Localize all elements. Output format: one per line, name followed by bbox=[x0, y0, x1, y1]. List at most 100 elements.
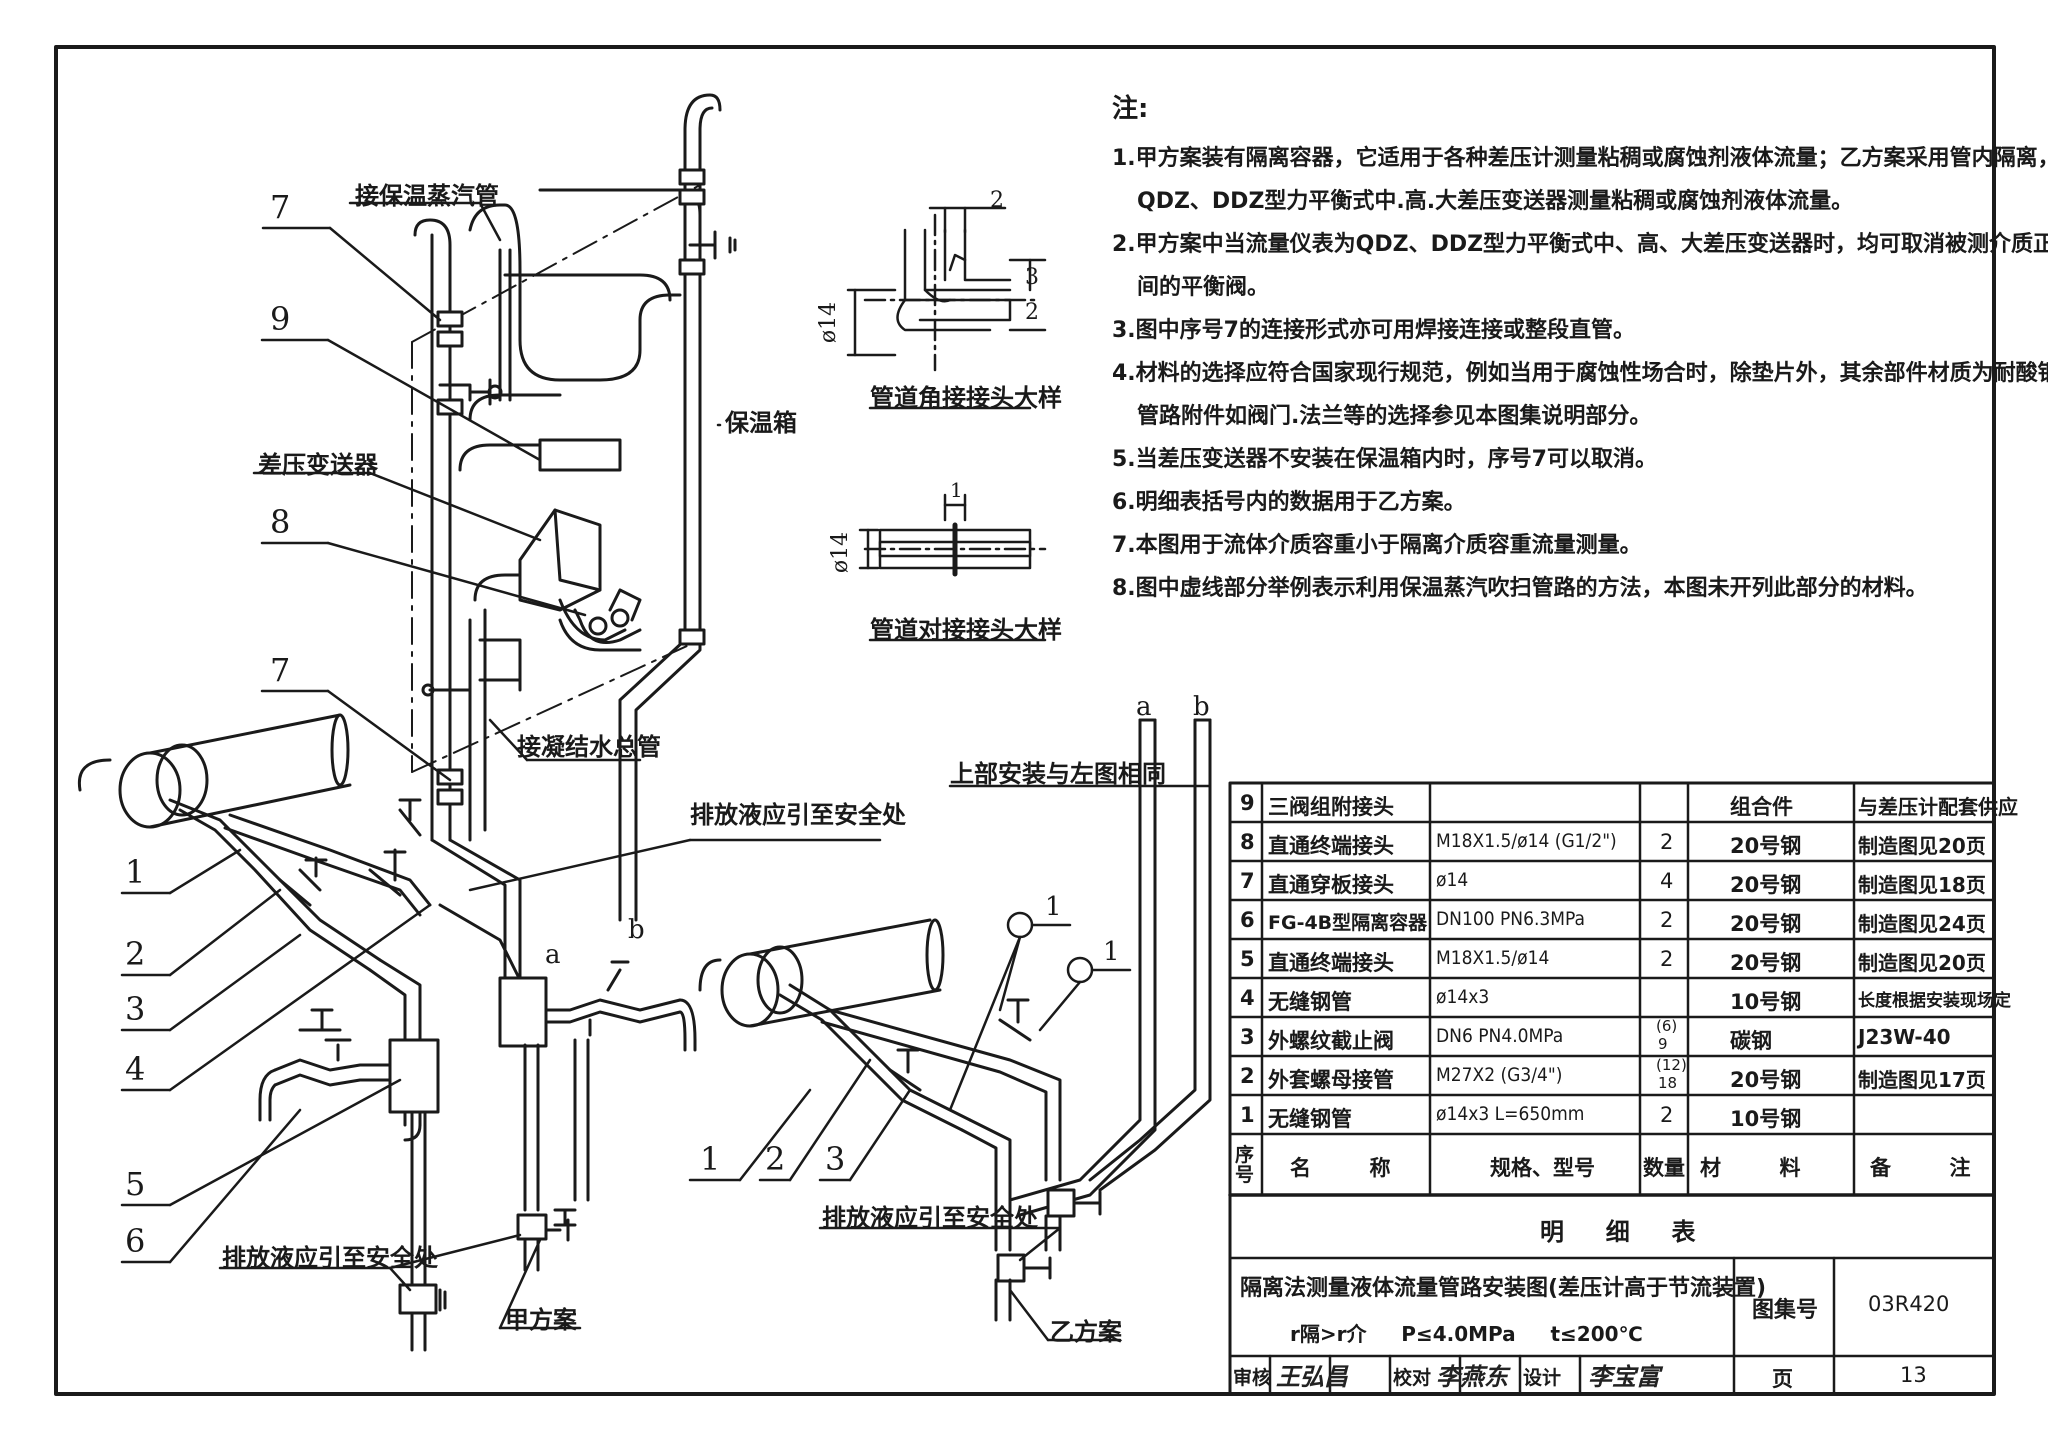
label-transmitter: 差压变送器 bbox=[258, 451, 378, 479]
dim-1: 1 bbox=[950, 478, 963, 502]
valves-vertical bbox=[438, 230, 737, 406]
bom-header-remark: 备 注 bbox=[1870, 1156, 1971, 1180]
bom-cell-remark: 制造图见17页 bbox=[1858, 1068, 1986, 1092]
bom-cell-qty: 2 bbox=[1660, 830, 1674, 854]
note-line: 1.甲方案装有隔离容器，它适用于各种差压计测量粘稠或腐蚀剂液体流量；乙方案采用管… bbox=[1112, 146, 2048, 171]
bom-cell-remark: J23W-40 bbox=[1858, 1025, 1951, 1049]
label-butt-joint-detail: 管道对接接头大样 bbox=[870, 616, 1062, 644]
butt-joint-detail bbox=[858, 493, 1047, 642]
bom-cell-remark: 与差压计配套供应 bbox=[1858, 795, 2018, 819]
bom-cell-qty2: 9 bbox=[1658, 1035, 1668, 1053]
bom-cell-no: 3 bbox=[1240, 1025, 1255, 1049]
callout-leaders bbox=[120, 201, 1212, 1342]
bom-cell-name: 外螺纹截止阀 bbox=[1268, 1029, 1394, 1053]
pipe-a-label-left: a bbox=[545, 940, 561, 970]
pipe-b-label: b bbox=[1193, 692, 1210, 722]
callout-9: 9 bbox=[270, 300, 291, 338]
label-drain-safe-right: 排放液应引至安全处 bbox=[822, 1204, 1038, 1232]
bom-cell-name: 直通终端接头 bbox=[1268, 834, 1394, 858]
bom-cell-no: 4 bbox=[1240, 986, 1255, 1010]
bom-cell-no: 7 bbox=[1240, 869, 1255, 893]
bom-cell-material: 组合件 bbox=[1730, 795, 1793, 819]
bom-cell-name: 三阀组附接头 bbox=[1268, 795, 1394, 819]
bom-cell-spec: M18X1.5/ø14 (G1/2") bbox=[1436, 830, 1617, 852]
bom-cell-qty: 2 bbox=[1660, 947, 1674, 971]
section-markers-right bbox=[948, 911, 1132, 1112]
bom-cell-remark: 制造图见20页 bbox=[1858, 951, 1986, 975]
atlas-label: 图集号 bbox=[1752, 1298, 1819, 1323]
bom-cell-spec: ø14 bbox=[1436, 869, 1469, 891]
note-line: 6.明细表括号内的数据用于乙方案。 bbox=[1112, 490, 1466, 515]
callout-3: 3 bbox=[125, 990, 146, 1028]
bom-cell-material: 碳钢 bbox=[1730, 1029, 1772, 1053]
label-steam-tracing: 接保温蒸汽管 bbox=[355, 182, 499, 210]
bom-cell-spec: DN100 PN6.3MPa bbox=[1436, 908, 1585, 930]
note-line: 管路附件如阀门.法兰等的选择参见本图集说明部分。 bbox=[1137, 404, 1652, 429]
bom-table-grid bbox=[1228, 781, 1996, 1396]
label-drain-safe-top: 排放液应引至安全处 bbox=[690, 801, 906, 829]
label-condensate-header: 接凝结水总管 bbox=[517, 733, 661, 761]
process-pipe-left bbox=[77, 713, 352, 829]
bom-cell-name: 直通穿板接头 bbox=[1268, 873, 1394, 897]
note-line: 5.当差压变送器不安装在保温箱内时，序号7可以取消。 bbox=[1112, 447, 1657, 472]
bom-cell-qty: 4 bbox=[1660, 869, 1674, 893]
dim-2-side: 2 bbox=[1025, 300, 1039, 325]
bom-table-title: 明 细 表 bbox=[1540, 1218, 1696, 1246]
bom-header-spec: 规格、型号 bbox=[1490, 1156, 1595, 1180]
impulse-pipes-left bbox=[413, 93, 722, 1042]
bom-cell-qty: (12) bbox=[1656, 1056, 1687, 1074]
pipe-b-label-left: b bbox=[628, 915, 645, 945]
bom-header-no: 序号 bbox=[1235, 1144, 1255, 1186]
bom-cell-no: 8 bbox=[1240, 830, 1255, 854]
label-scheme-b: 乙方案 bbox=[1050, 1318, 1122, 1346]
impulse-valves-right bbox=[888, 998, 1102, 1322]
insulation-box-outline bbox=[411, 184, 701, 773]
bom-cell-name: 直通终端接头 bbox=[1268, 951, 1394, 975]
isolation-containers bbox=[388, 976, 548, 1114]
note-line: 7.本图用于流体介质容重小于隔离介质容重流量测量。 bbox=[1112, 533, 1642, 558]
reviewer-label: 审核 bbox=[1233, 1367, 1272, 1389]
callout-6: 6 bbox=[125, 1222, 146, 1260]
page-number: 13 bbox=[1900, 1363, 1927, 1387]
bom-cell-material: 20号钢 bbox=[1730, 1068, 1802, 1092]
callout-4: 4 bbox=[125, 1050, 146, 1088]
label-scheme-a: 甲方案 bbox=[505, 1306, 577, 1334]
notes-block: 注: 1.甲方案装有隔离容器，它适用于各种差压计测量粘稠或腐蚀剂液体流量；乙方案… bbox=[1112, 88, 2048, 610]
dia-14-corner: ø14 bbox=[816, 301, 842, 344]
bom-cell-material: 20号钢 bbox=[1730, 873, 1802, 897]
designer-label: 设计 bbox=[1523, 1367, 1562, 1389]
bom-cell-material: 20号钢 bbox=[1730, 834, 1802, 858]
note-line: 3.图中序号7的连接形式亦可用焊接连接或整段直管。 bbox=[1112, 318, 1635, 343]
bom-cell-name: FG-4B型隔离容器 bbox=[1268, 912, 1428, 934]
bom-cell-remark: 制造图见24页 bbox=[1858, 912, 1986, 936]
callout-b2: 2 bbox=[765, 1140, 786, 1178]
dim-3: 3 bbox=[1025, 265, 1039, 290]
bom-cell-qty: 2 bbox=[1660, 908, 1674, 932]
designer-signature: 李宝富 bbox=[1588, 1362, 1660, 1391]
bom-cell-spec: M18X1.5/ø14 bbox=[1436, 947, 1550, 969]
bom-cell-no: 5 bbox=[1240, 947, 1255, 971]
drawing-title: 隔离法测量液体流量管路安装图(差压计高于节流装置) bbox=[1240, 1276, 1767, 1301]
pipe-fittings-left bbox=[436, 168, 706, 806]
bom-cell-remark: 制造图见18页 bbox=[1858, 873, 1986, 897]
bom-cell-remark: 制造图见20页 bbox=[1858, 834, 1986, 858]
dim-2-top: 2 bbox=[990, 188, 1004, 213]
note-line: QDZ、DDZ型力平衡式中.高.大差压变送器测量粘稠或腐蚀剂液体流量。 bbox=[1137, 189, 1854, 214]
bom-cell-spec: ø14x3 bbox=[1436, 986, 1490, 1008]
bom-header-qty: 数量 bbox=[1643, 1156, 1685, 1180]
impulse-valves-left bbox=[278, 798, 577, 1312]
pipe-a-label: a bbox=[1136, 692, 1152, 722]
dia-14-butt: ø14 bbox=[828, 531, 854, 574]
bom-cell-material: 20号钢 bbox=[1730, 951, 1802, 975]
label-corner-joint-detail: 管道角接接头大样 bbox=[870, 384, 1062, 412]
checker-signature: 李燕东 bbox=[1436, 1362, 1508, 1391]
callout-1: 1 bbox=[125, 853, 146, 891]
bom-cell-name: 外套螺母接管 bbox=[1268, 1068, 1394, 1092]
atlas-number: 03R420 bbox=[1868, 1292, 1950, 1316]
callout-7-top: 7 bbox=[270, 188, 291, 226]
callout-5: 5 bbox=[125, 1165, 146, 1203]
page-label: 页 bbox=[1772, 1367, 1793, 1391]
bom-cell-material: 20号钢 bbox=[1730, 912, 1802, 936]
label-insulation-box: 保温箱 bbox=[725, 409, 797, 437]
